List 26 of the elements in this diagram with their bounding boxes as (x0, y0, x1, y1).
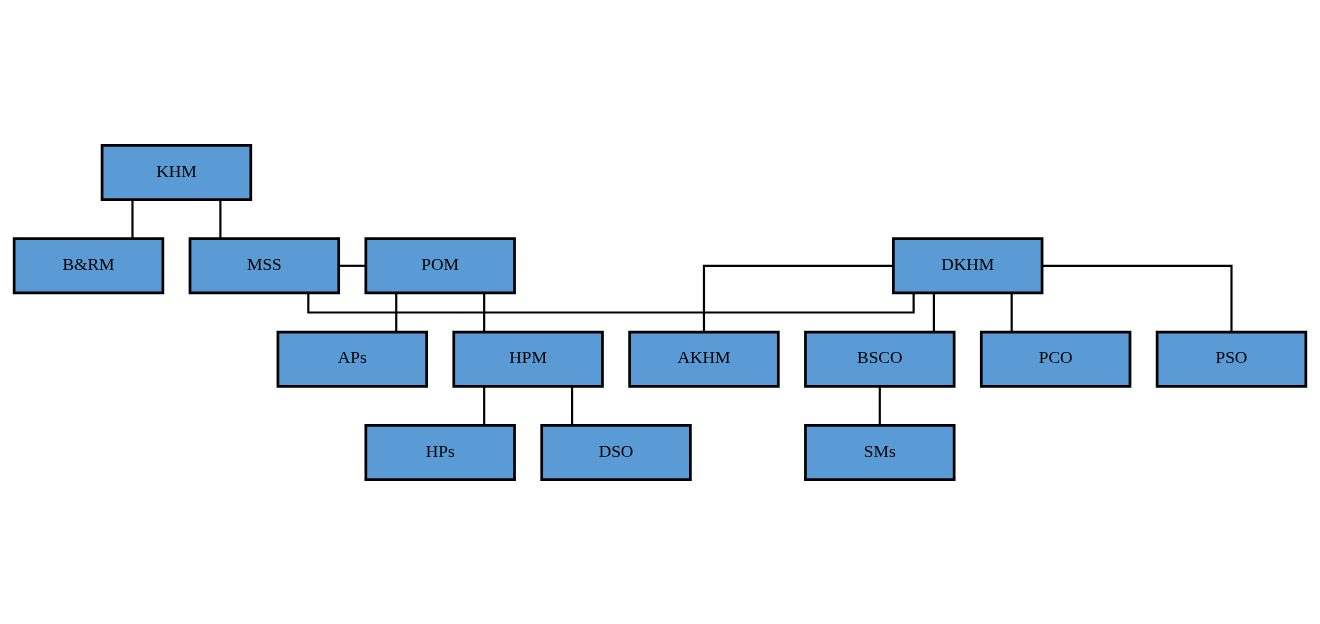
connector (483, 386, 486, 425)
connector (571, 386, 574, 425)
node-box: AKHM (628, 330, 780, 388)
connector (932, 292, 935, 332)
connector (702, 264, 894, 332)
node-box: KHM (100, 143, 253, 201)
node-box: MSS (188, 236, 341, 294)
node-box: PCO (979, 330, 1132, 388)
node-box: BSCO (804, 330, 956, 388)
node-box: SMs (804, 423, 956, 481)
node-box: DSO (540, 423, 692, 481)
connector (219, 199, 222, 238)
connector (483, 292, 486, 332)
connector (878, 386, 881, 425)
connector (131, 199, 134, 238)
node-box: DKHM (892, 236, 1044, 294)
node-box: POM (364, 236, 516, 294)
connector (1042, 264, 1233, 332)
node-box: HPs (364, 423, 516, 481)
connector (395, 292, 398, 332)
node-box: B&RM (12, 236, 165, 294)
node-box: APs (276, 330, 428, 388)
node-box: HPM (452, 330, 604, 388)
connector (1010, 292, 1013, 332)
node-box: PSO (1155, 330, 1308, 388)
connector (338, 264, 366, 267)
